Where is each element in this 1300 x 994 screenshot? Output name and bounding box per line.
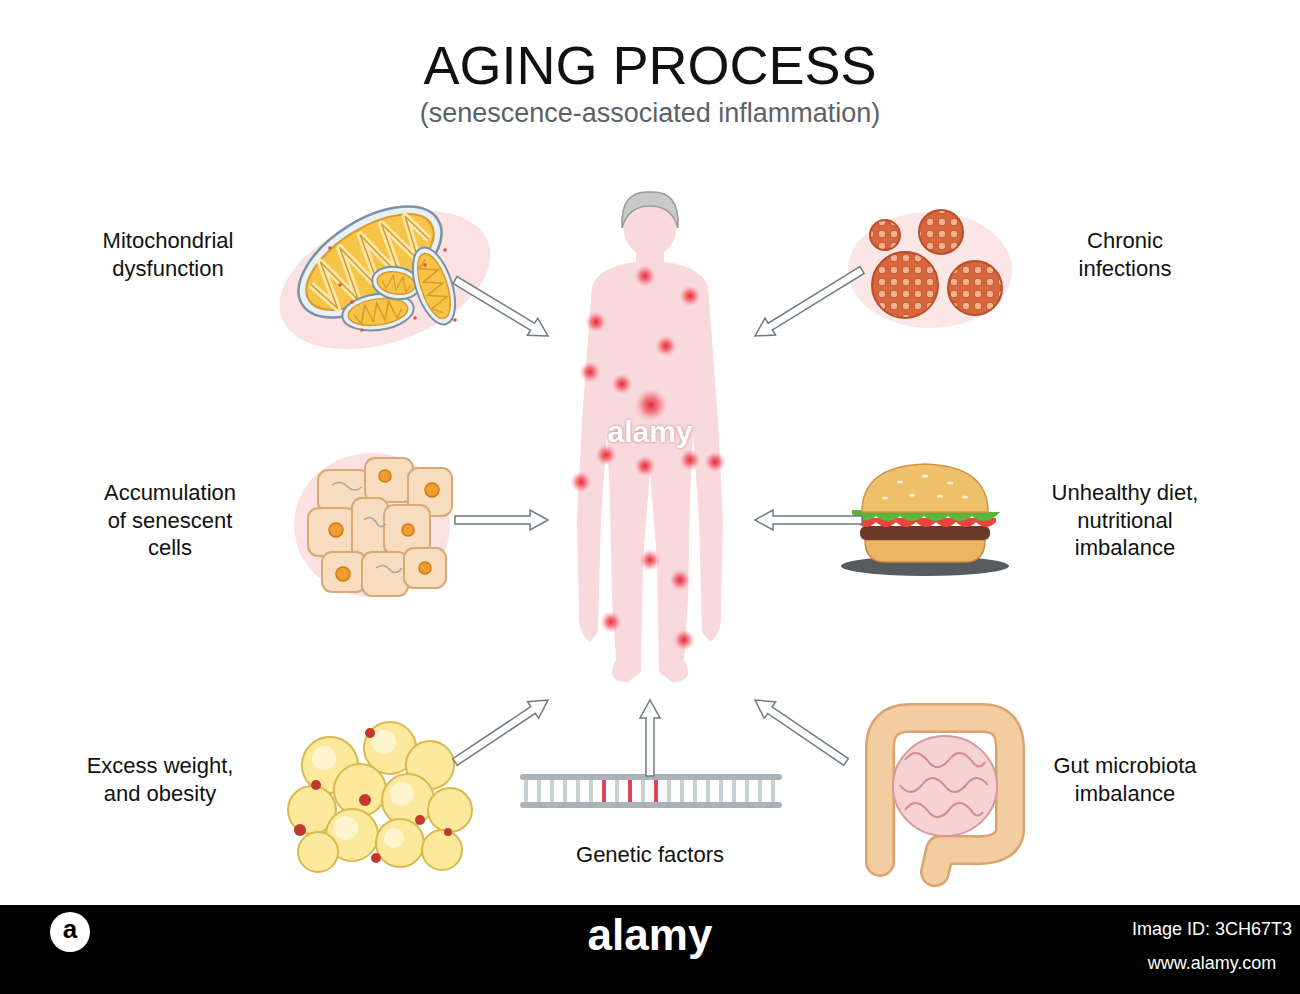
hollow-arrow <box>453 700 548 765</box>
inflammation-spot <box>679 449 701 471</box>
inflammation-spot <box>585 311 607 333</box>
hollow-arrow <box>455 510 548 530</box>
factor-name: Excess weight, and obesity <box>70 752 250 807</box>
dna-base-pair <box>667 780 671 802</box>
factor-label: Gut microbiota imbalance <box>1035 752 1215 807</box>
intestine-illustration <box>880 718 1010 872</box>
factor-name: Chronic infections <box>1045 227 1205 282</box>
virus-illustration <box>848 210 1012 328</box>
factor-name: Accumulation of senescent cells <box>95 479 245 562</box>
dna-base-pair <box>745 780 749 802</box>
dna-base-pair <box>524 780 528 802</box>
logo-badge <box>50 912 90 952</box>
inflammation-spot <box>570 471 592 493</box>
factor-label: Chronic infections <box>1045 227 1205 282</box>
mitochondria-illustration <box>260 184 509 376</box>
image-id: Image ID: 3CH67T3 <box>1132 919 1292 941</box>
factor-name: Unhealthy diet, nutritional imbalance <box>1033 479 1218 562</box>
hollow-arrow <box>640 700 660 776</box>
dna-base-pair <box>758 780 762 802</box>
factor-label: Genetic factors <box>530 841 770 869</box>
logo-letter: a <box>63 914 77 945</box>
watermark: alamy <box>588 909 713 962</box>
dna-base-pair <box>563 780 567 802</box>
hollow-arrow <box>755 510 862 530</box>
dna-base-pair <box>602 780 606 802</box>
factor-label: Mitochondrial dysfunction <box>68 227 268 282</box>
senescent-cells-illustration <box>294 453 452 597</box>
inflammation-spot <box>634 265 656 287</box>
dna-base-pair <box>654 780 658 802</box>
dna-base-pair <box>576 780 580 802</box>
subtitle: (senescence-associated inflammation) <box>420 97 881 129</box>
inflammation-spot <box>634 455 656 477</box>
dna-illustration <box>520 774 782 808</box>
inflammation-spot <box>579 361 601 383</box>
factor-name: Mitochondrial dysfunction <box>68 227 268 282</box>
fat-cells-illustration <box>288 722 472 872</box>
dna-base-pair <box>732 780 736 802</box>
factor-name: Gut microbiota imbalance <box>1035 752 1215 807</box>
website: www.alamy.com <box>1148 953 1277 975</box>
burger-illustration <box>841 464 1009 576</box>
factor-name: Genetic factors <box>530 841 770 869</box>
dna-base-pair <box>680 780 684 802</box>
dna-base-pair <box>771 780 775 802</box>
factor-label: Accumulation of senescent cells <box>95 479 245 562</box>
inflammation-spot <box>669 569 691 591</box>
dna-base-pair <box>693 780 697 802</box>
dna-base-pair <box>615 780 619 802</box>
human-body-figure <box>570 192 726 682</box>
dna-base-pair <box>706 780 710 802</box>
title: AGING PROCESS <box>423 33 876 98</box>
dna-base-pair <box>719 780 723 802</box>
inflammation-spot <box>600 611 622 633</box>
hollow-arrow <box>755 267 864 336</box>
inflammation-spot <box>673 629 695 651</box>
watermark: alamy <box>607 414 692 450</box>
hollow-arrow <box>453 277 548 336</box>
dna-base-pair <box>589 780 593 802</box>
dna-base-pair <box>641 780 645 802</box>
dna-base-pair <box>550 780 554 802</box>
factor-label: Excess weight, and obesity <box>70 752 250 807</box>
factor-label: Unhealthy diet, nutritional imbalance <box>1033 479 1218 562</box>
inflammation-spot <box>611 373 633 395</box>
hollow-arrow <box>755 700 848 765</box>
dna-base-pair <box>628 780 632 802</box>
inflammation-spot <box>655 335 677 357</box>
inflammation-spot <box>639 549 661 571</box>
inflammation-spot <box>679 285 701 307</box>
inflammation-spot <box>704 451 726 473</box>
dna-base-pair <box>537 780 541 802</box>
watermark-bar <box>0 905 1300 994</box>
